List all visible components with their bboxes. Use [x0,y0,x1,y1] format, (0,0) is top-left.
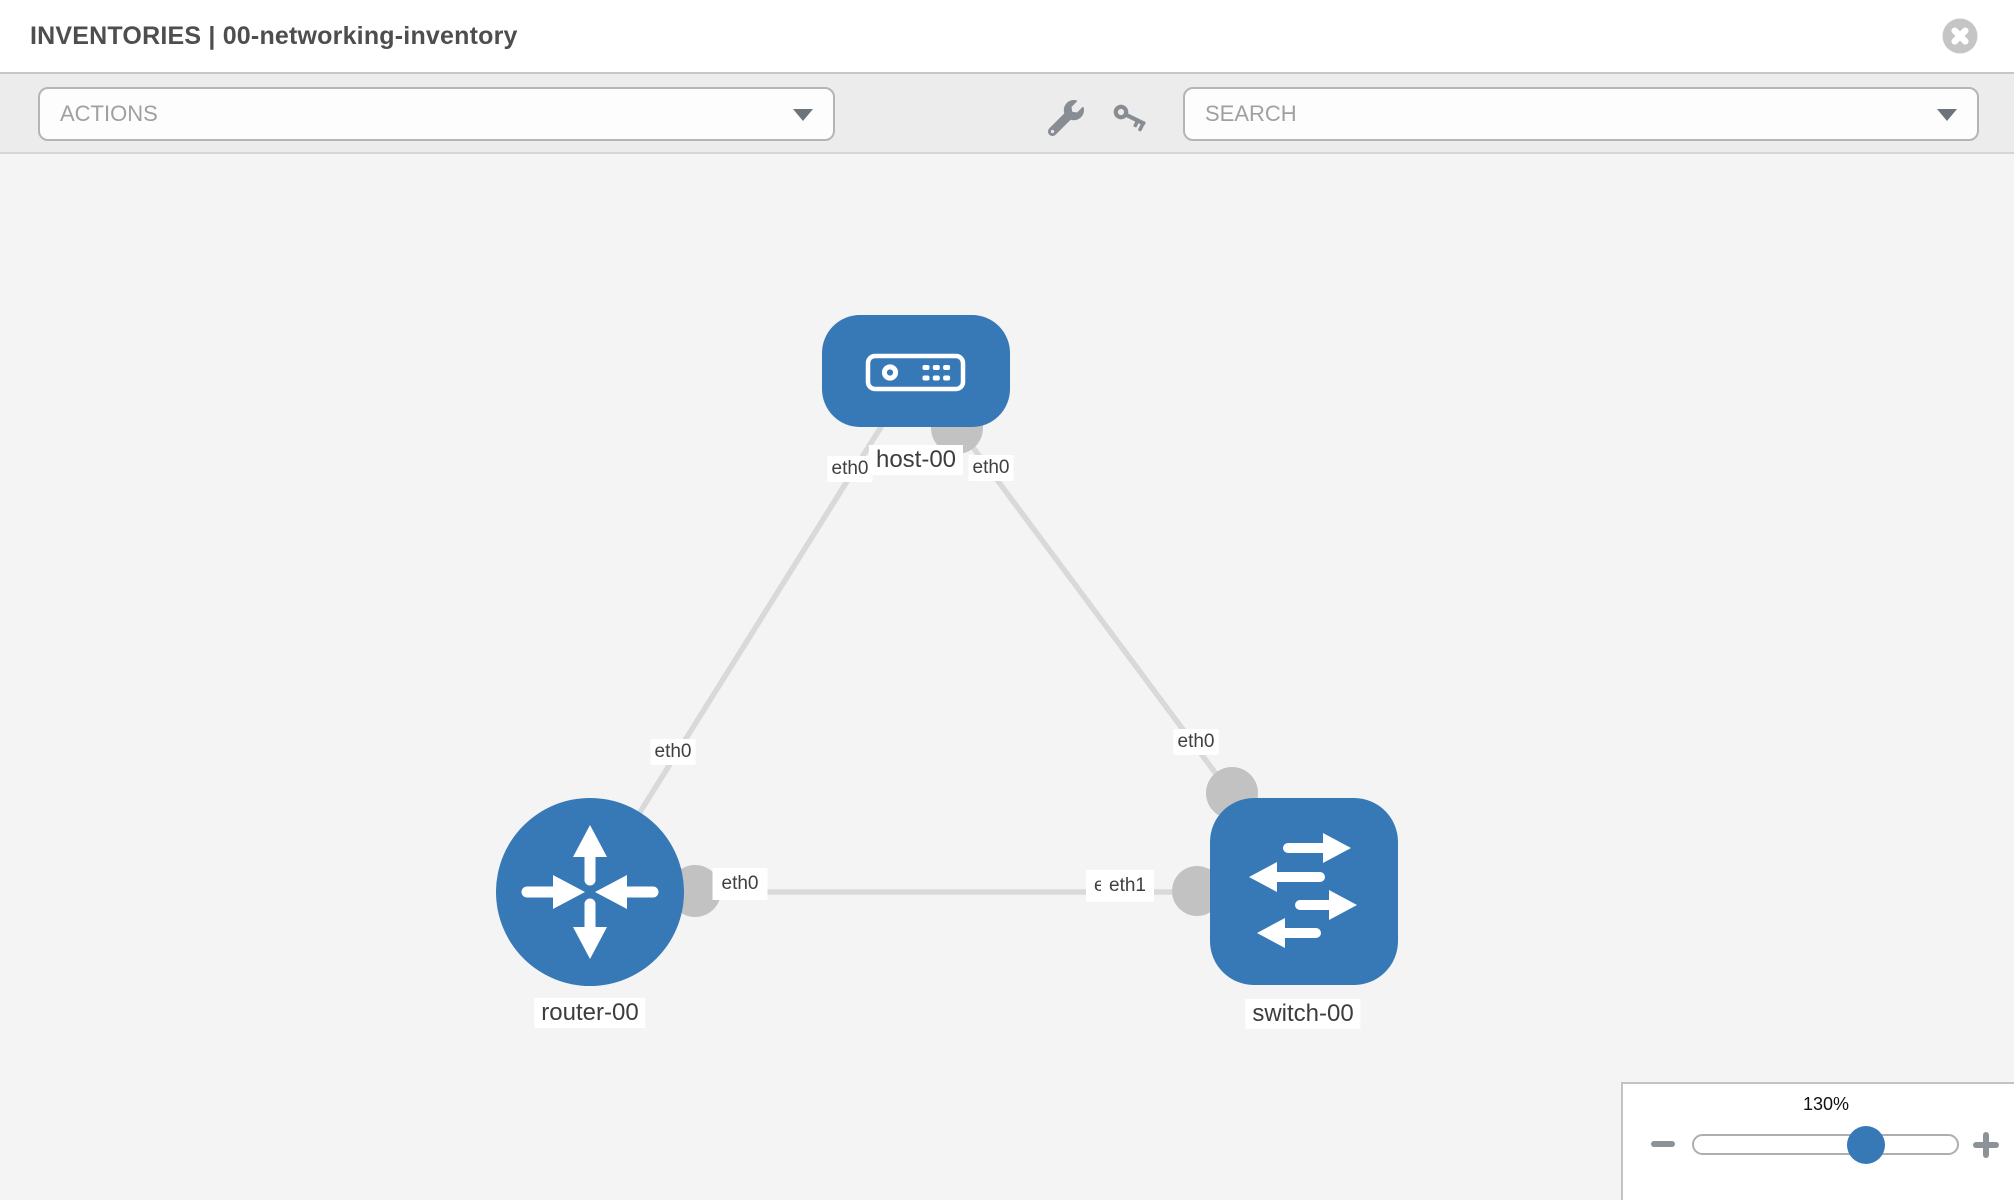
router-icon [521,825,659,959]
page-title: INVENTORIES | 00-networking-inventory [30,22,518,50]
node-label-switch-00: switch-00 [1245,999,1361,1029]
node-router-00[interactable] [496,798,684,986]
interface-label-router00-eth0: eth0 [712,868,768,900]
chevron-down-icon [793,109,813,121]
credentials-button[interactable] [1112,101,1154,137]
header: INVENTORIES | 00-networking-inventory [0,0,2014,72]
close-button[interactable] [1942,18,1978,54]
node-label-router-00: router-00 [534,998,646,1028]
key-icon [1112,104,1154,140]
port-circle-switch00-eth1 [1172,866,1222,916]
node-switch-00[interactable] [1210,798,1398,985]
zoom-slider-track[interactable] [1692,1134,1959,1155]
interface-label-host00-eth0-left: eth0 [827,456,873,482]
toolbar: ACTIONS [0,72,2014,154]
configure-button[interactable] [1046,100,1086,138]
zoom-out-button[interactable] [1651,1141,1675,1147]
interface-label-host00-eth0-right: eth0 [968,455,1014,481]
zoom-control-panel: 130% [1621,1082,2014,1200]
close-icon [1942,18,1978,57]
zoom-in-button[interactable] [1973,1132,1999,1158]
interface-label-switch00-eth0: eth0 [1173,729,1219,755]
interface-label-switch00-eth1: eth1 [1101,870,1154,902]
actions-dropdown-label: ACTIONS [60,101,158,126]
zoom-slider-handle[interactable] [1847,1126,1885,1164]
search-dropdown[interactable]: SEARCH [1183,87,1979,141]
wrench-icon [1047,100,1084,139]
zoom-level-value: 130% [1802,1094,1850,1114]
interface-label-router00-eth0-uplink: eth0 [650,739,696,765]
topology-graph [496,315,1398,986]
topology-canvas[interactable]: host-00 router-00 switch-00 eth0 eth0 et… [0,154,2014,1200]
node-label-host-00: host-00 [868,445,964,475]
host-icon [865,353,966,392]
switch-icon [1249,833,1357,948]
node-host-00[interactable] [822,315,1010,427]
actions-dropdown[interactable]: ACTIONS [38,87,835,141]
search-dropdown-label: SEARCH [1205,101,1297,126]
chevron-down-icon [1937,109,1957,121]
